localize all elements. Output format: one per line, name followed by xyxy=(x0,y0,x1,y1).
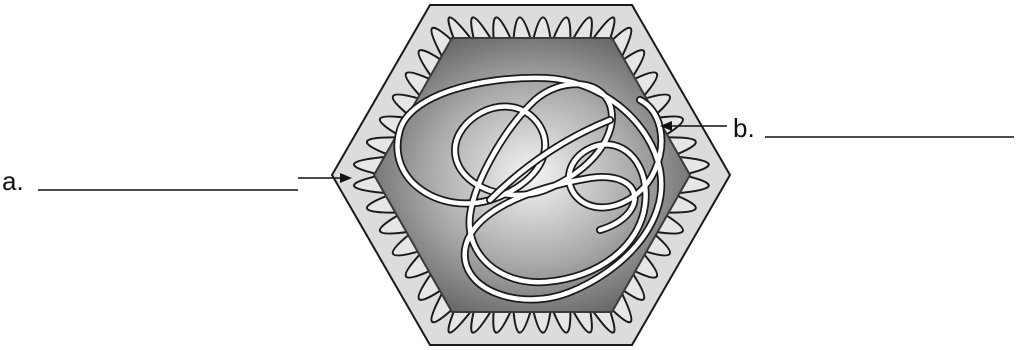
label-a-letter: a. xyxy=(2,166,24,196)
label-b-letter: b. xyxy=(733,113,755,143)
